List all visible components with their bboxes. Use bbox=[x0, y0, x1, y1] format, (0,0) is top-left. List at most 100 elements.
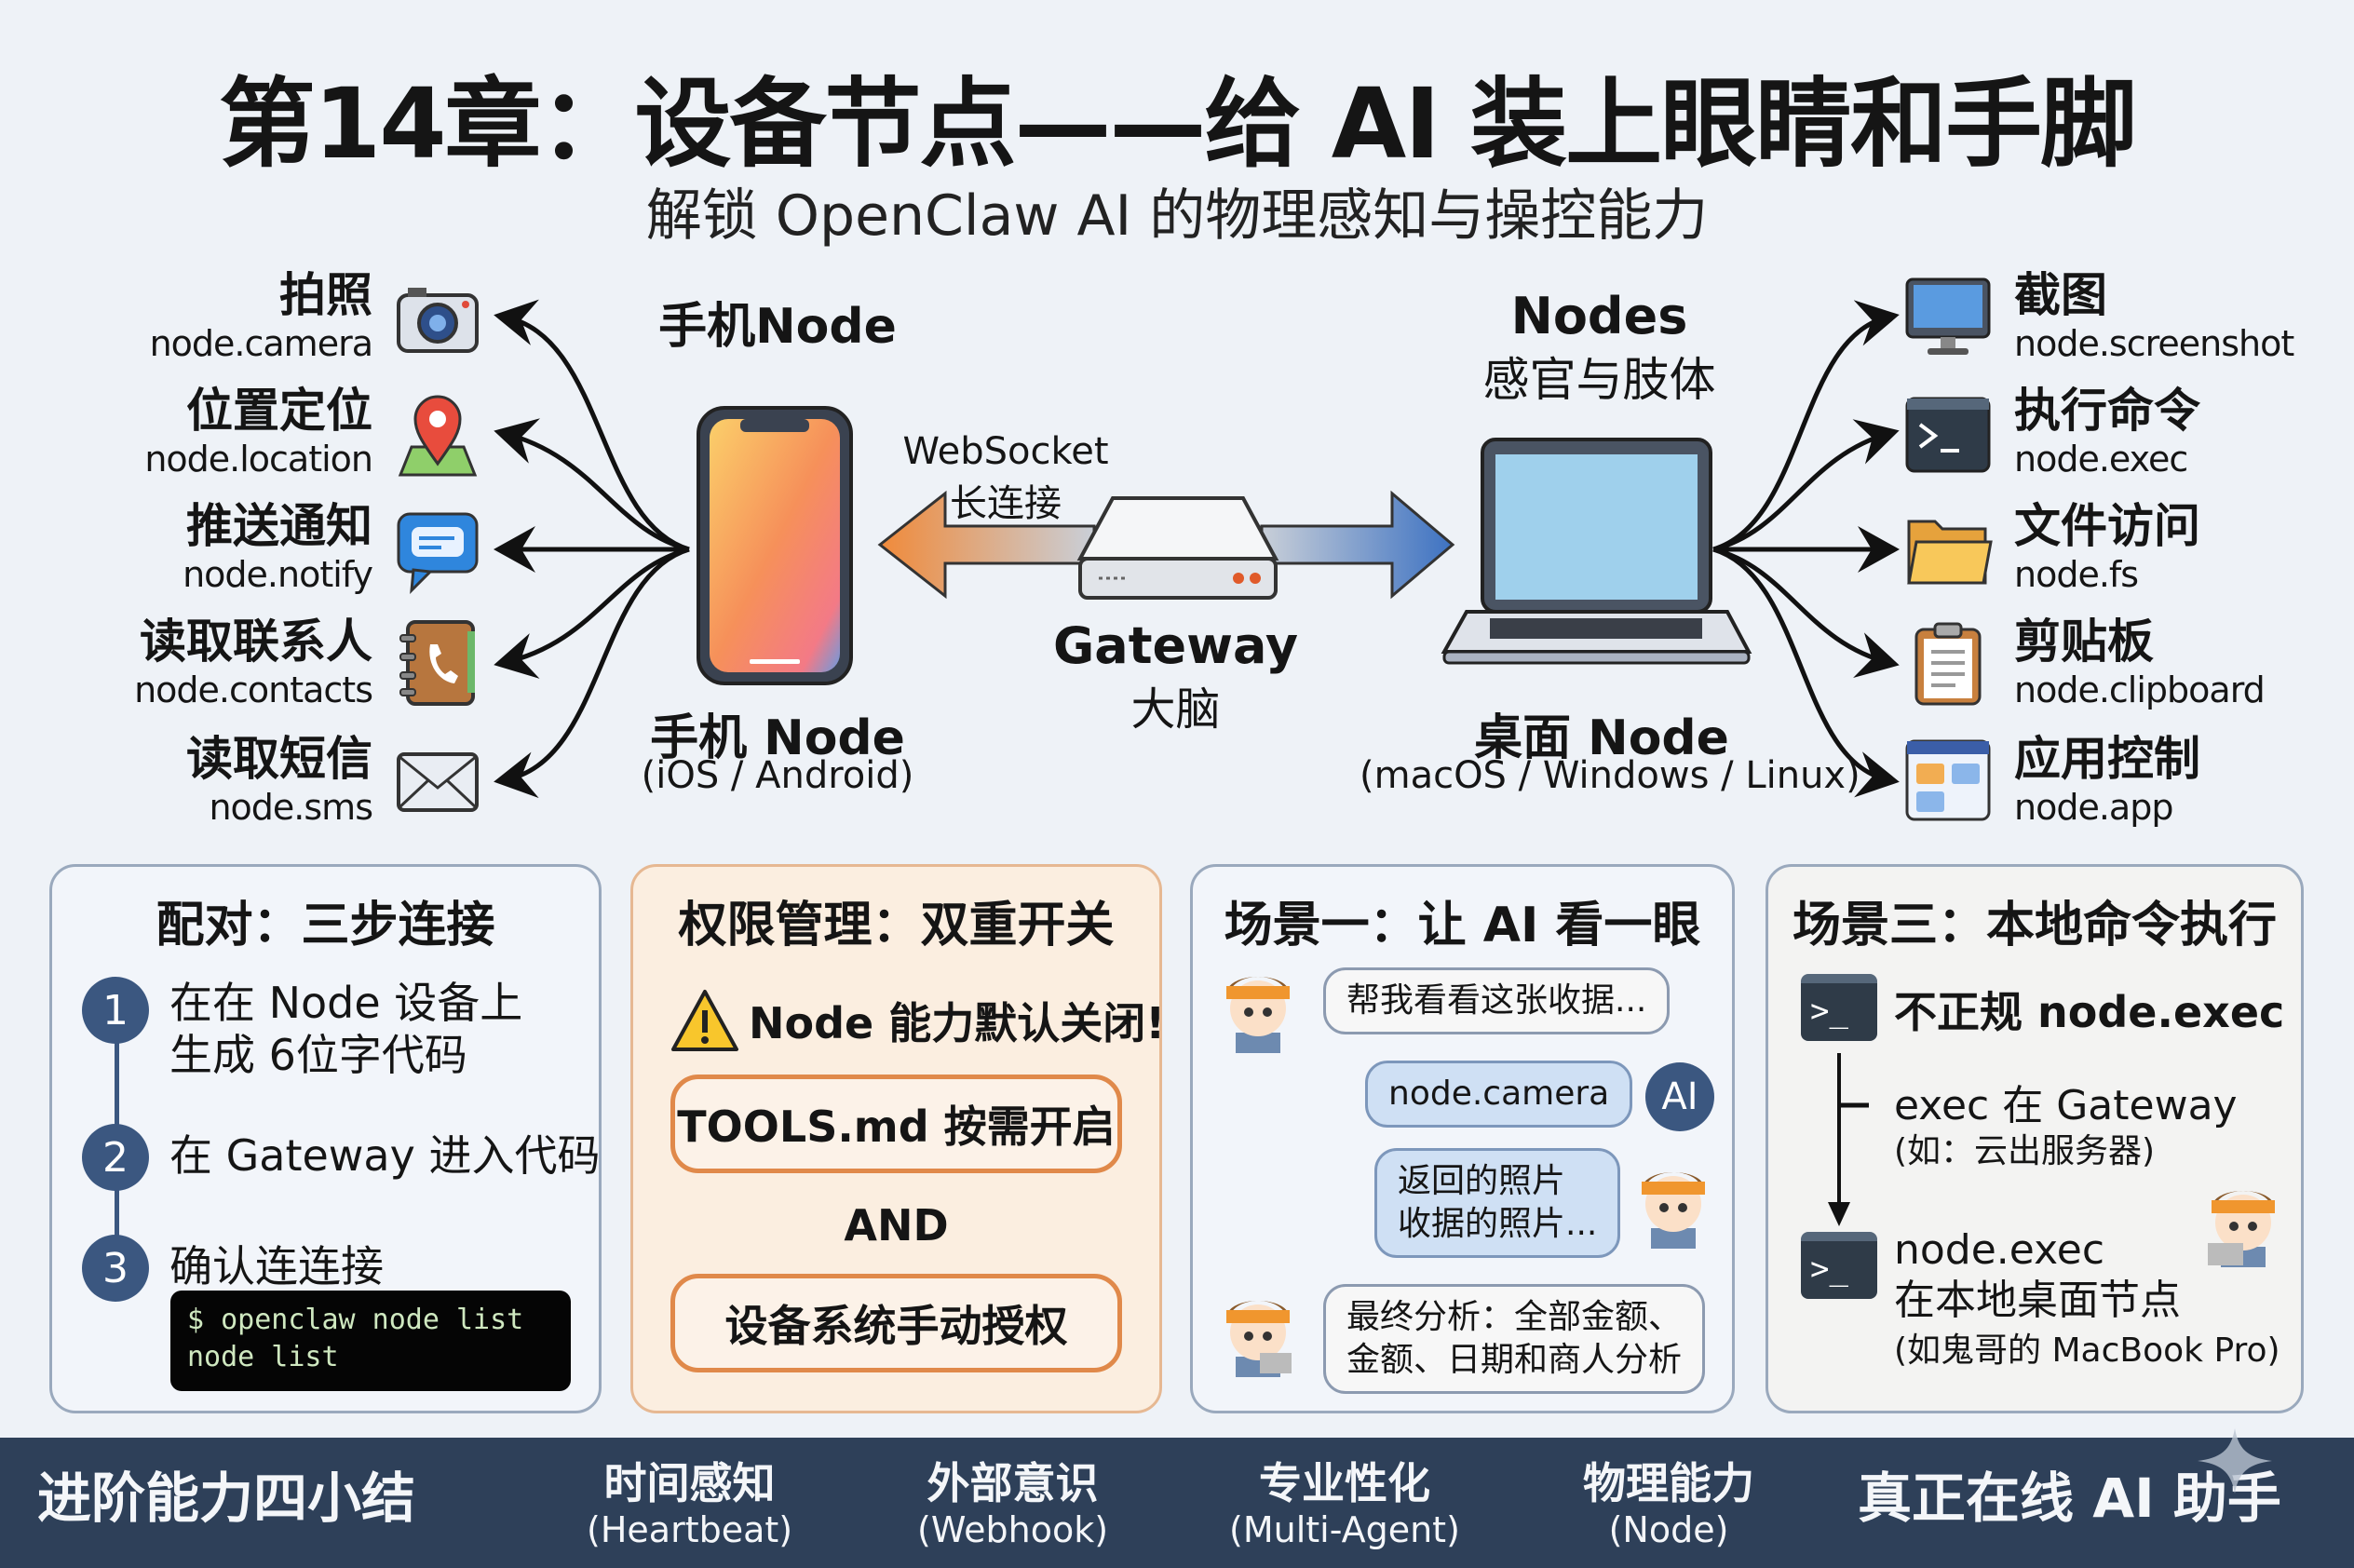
phone-icon bbox=[697, 406, 853, 685]
capability-screenshot: 截图 node.screenshot bbox=[2014, 268, 2349, 365]
terminal-icon: >_ bbox=[1801, 1232, 1877, 1299]
gateway-label: Gateway bbox=[1052, 616, 1299, 675]
capability-contacts: 读取联系人 node.contacts bbox=[0, 615, 373, 711]
footer-item: 物理能力(Node) bbox=[1583, 1458, 1754, 1551]
avatar-icon bbox=[1642, 1172, 1705, 1249]
capability-exec: 执行命令 node.exec bbox=[2014, 384, 2349, 480]
permissions-panel: 权限管理：双重开关 Node 能力默认关闭! TOOLS.md 按需开启 AND… bbox=[630, 864, 1165, 1413]
laptop-icon bbox=[1441, 438, 1752, 665]
arrow-sms bbox=[494, 547, 690, 798]
desktop-node-label: 桌面 Node bbox=[1474, 710, 1729, 766]
terminal-command: $ openclaw node list bbox=[187, 1304, 524, 1336]
footer-item-sub: (Webhook) bbox=[917, 1509, 1109, 1550]
phone-node-label: 手机 Node bbox=[650, 710, 905, 766]
desktop-platforms: (macOS / Windows / Linux) bbox=[1360, 754, 1860, 797]
flow-arrow bbox=[1828, 1053, 1869, 1226]
footer-summary-text: 进阶能力四小结 bbox=[37, 1467, 416, 1530]
terminal-icon bbox=[1905, 397, 1991, 473]
footer-item-sub: (Node) bbox=[1608, 1509, 1729, 1550]
folder-icon bbox=[1907, 520, 1993, 585]
arrow-contacts bbox=[494, 547, 690, 679]
capability-api: node.contacts bbox=[134, 669, 373, 710]
page-title: 第14章：设备节点——给 AI 装上眼睛和手脚 bbox=[218, 67, 2137, 181]
switch-tools-md: TOOLS.md 按需开启 bbox=[670, 1075, 1122, 1173]
branch-sub-text: (如：云出服务器) bbox=[1894, 1132, 2156, 1170]
capability-sms: 读取短信 node.sms bbox=[0, 732, 373, 829]
panel-title: 场景一：让 AI 看一眼 bbox=[1224, 898, 1701, 953]
branch-text: exec 在 Gateway bbox=[1894, 1082, 2238, 1129]
bubble-line: 返回的照片 bbox=[1398, 1162, 1566, 1200]
sparkle-icon bbox=[2198, 1428, 2272, 1494]
footer-item-sub: (Multi-Agent) bbox=[1229, 1509, 1460, 1550]
chat-bubble-analysis: 最终分析：全部金额、金额、日期和商人分析 bbox=[1323, 1284, 1706, 1394]
arrow-camera bbox=[494, 299, 690, 552]
bubble-line: 收据的照片... bbox=[1398, 1205, 1598, 1243]
footer-item: 时间感知(Heartbeat) bbox=[587, 1458, 792, 1551]
clipboard-icon bbox=[1914, 622, 1982, 706]
step-text: 在在 Node 设备上 bbox=[169, 978, 523, 1028]
capability-api: node.fs bbox=[2014, 554, 2139, 595]
chat-bubble-user: 帮我看看这张收据... bbox=[1323, 967, 1671, 1034]
capability-fs: 文件访问 node.fs bbox=[2014, 499, 2349, 596]
capability-api: node.notify bbox=[183, 554, 373, 595]
camera-icon bbox=[397, 288, 479, 353]
scene3-panel: 场景三：本地命令执行 >_ 不正规 node.exec exec 在 Gatew… bbox=[1766, 864, 2304, 1413]
footer-conclusion-text: 真正在线 AI 助手 bbox=[1858, 1467, 2281, 1530]
arrow-exec bbox=[1712, 419, 1900, 552]
gateway-server-icon bbox=[1076, 496, 1279, 600]
envelope-icon bbox=[397, 752, 479, 812]
scene1-panel: 场景一：让 AI 看一眼 帮我看看这张收据... node.camera AI … bbox=[1190, 864, 1735, 1413]
capability-title: 拍照 bbox=[279, 268, 372, 322]
footer-item-title: 时间感知 bbox=[603, 1458, 776, 1508]
capability-api: node.screenshot bbox=[2014, 323, 2294, 364]
capability-title: 文件访问 bbox=[2014, 499, 2200, 553]
footer-conclusion: 真正在线 AI 助手 bbox=[1858, 1467, 2281, 1530]
pairing-step-3: 3 确认连连接 bbox=[82, 1235, 384, 1302]
arrow-location bbox=[494, 418, 690, 552]
chat-bubble-photo: 返回的照片收据的照片... bbox=[1374, 1148, 1621, 1258]
app-window-icon bbox=[1905, 739, 1991, 821]
terminal-block: $ openclaw node list node list bbox=[170, 1291, 571, 1391]
footer-item: 专业性化(Multi-Agent) bbox=[1229, 1458, 1460, 1551]
arrow-clipboard bbox=[1712, 547, 1900, 678]
capability-api: node.camera bbox=[149, 323, 373, 364]
step-text: 在 Gateway 进入代码 bbox=[169, 1130, 601, 1181]
footer-item-title: 外部意识 bbox=[927, 1458, 1099, 1508]
capability-title: 剪贴板 bbox=[2014, 615, 2154, 669]
arrow-to-desktop bbox=[1260, 490, 1455, 600]
summary-footer: 进阶能力四小结 时间感知(Heartbeat) 外部意识(Webhook) 专业… bbox=[0, 1428, 2354, 1568]
map-pin-icon bbox=[398, 395, 478, 477]
nodes-sub-label: 感官与肢体 bbox=[1482, 353, 1716, 407]
websocket-label: WebSocket bbox=[902, 430, 1109, 473]
capability-app: 应用控制 node.app bbox=[2014, 732, 2349, 829]
step-text: 确认连连接 bbox=[169, 1241, 384, 1291]
footer-item: 外部意识(Webhook) bbox=[917, 1458, 1108, 1551]
pairing-step-2: 2 在 Gateway 进入代码 bbox=[82, 1124, 600, 1191]
step-line: (如鬼哥的 MacBook Pro) bbox=[1894, 1331, 2280, 1370]
step-number: 2 bbox=[82, 1124, 149, 1191]
capability-api: node.location bbox=[144, 439, 373, 480]
pairing-step-1: 1 在在 Node 设备上生成 6位字代码 bbox=[82, 977, 522, 1081]
capability-camera: 拍照 node.camera bbox=[0, 268, 373, 365]
step-line: 在本地桌面节点 bbox=[1894, 1277, 2181, 1324]
warning-icon bbox=[671, 990, 738, 1051]
contacts-book-icon bbox=[399, 620, 475, 706]
capability-title: 执行命令 bbox=[2014, 384, 2200, 438]
gateway-role: 大脑 bbox=[1130, 683, 1221, 736]
message-icon bbox=[397, 512, 479, 594]
and-label: AND bbox=[844, 1200, 949, 1250]
switch-system-auth: 设备系统手动授权 bbox=[670, 1274, 1122, 1372]
capability-api: node.app bbox=[2014, 787, 2173, 828]
avatar-icon bbox=[1226, 1301, 1292, 1377]
avatar-icon bbox=[2208, 1191, 2275, 1267]
arrow-screenshot bbox=[1712, 300, 1900, 552]
arrow-app bbox=[1712, 547, 1900, 798]
capability-title: 读取联系人 bbox=[140, 615, 372, 669]
warning-row: Node 能力默认关闭! bbox=[670, 988, 1165, 1053]
ai-badge: AI bbox=[1645, 1062, 1714, 1131]
nodes-label: Nodes bbox=[1510, 287, 1688, 345]
step-number: 1 bbox=[82, 977, 149, 1044]
avatar-icon bbox=[1226, 977, 1290, 1053]
terminal-icon: >_ bbox=[1801, 974, 1877, 1041]
exec-step-1: 不正规 node.exec bbox=[1894, 987, 2285, 1037]
